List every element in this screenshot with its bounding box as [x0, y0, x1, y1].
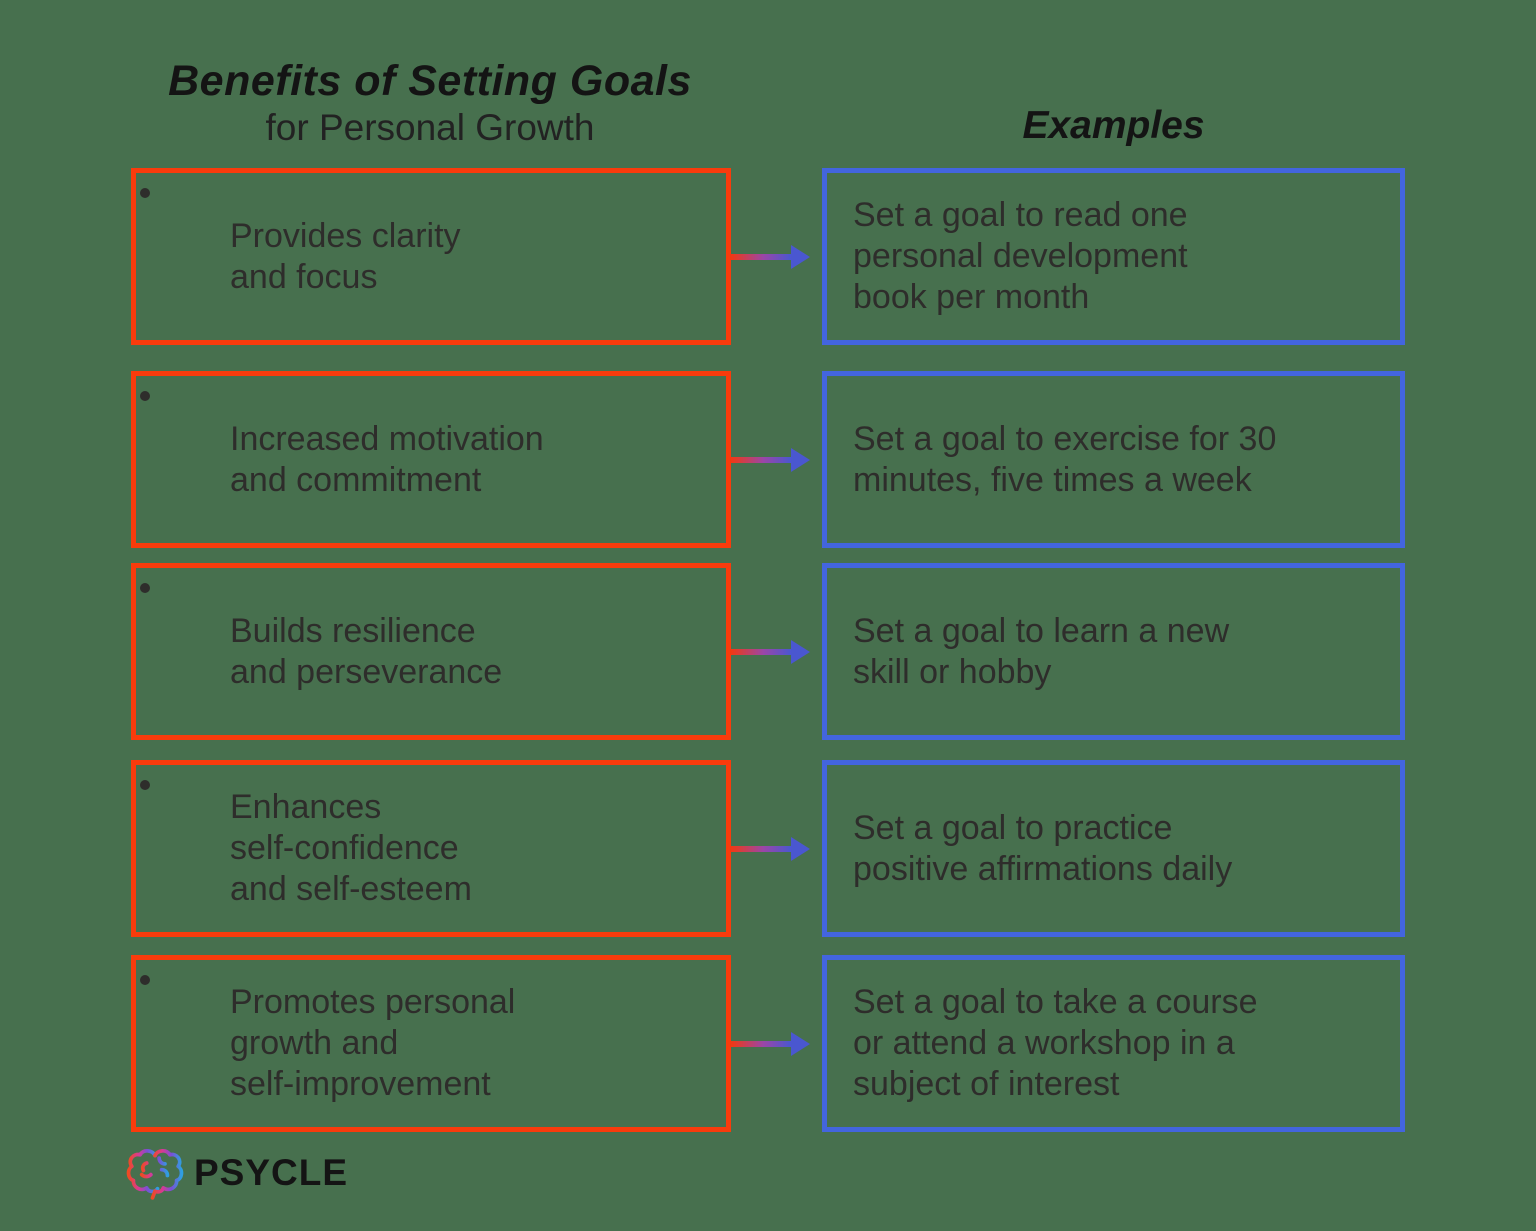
flow-arrow — [730, 1031, 810, 1056]
benefit-text: Enhances self-confidence and self-esteem — [230, 788, 472, 908]
benefit-box: Increased motivation and commitment — [131, 371, 731, 548]
title-main: Benefits of Setting Goals — [168, 57, 692, 105]
brand-logo: PSYCLE — [126, 1146, 348, 1200]
arrow-head-icon — [791, 639, 810, 664]
arrow-line — [730, 456, 791, 463]
benefit-box: Enhances self-confidence and self-esteem — [131, 760, 731, 937]
example-box: Set a goal to take a course or attend a … — [822, 955, 1405, 1132]
arrow-line — [730, 845, 791, 852]
benefit-example-row: Provides clarity and focus Set a goal to… — [131, 168, 1405, 345]
bullet-dot-icon — [140, 391, 150, 401]
benefit-example-row: Increased motivation and commitment Set … — [131, 371, 1405, 548]
flow-arrow — [730, 836, 810, 861]
arrow-head-icon — [791, 836, 810, 861]
arrow-head-icon — [791, 447, 810, 472]
benefit-example-row: Enhances self-confidence and self-esteem… — [131, 760, 1405, 937]
brain-icon — [126, 1148, 184, 1200]
example-text: Set a goal to exercise for 30 minutes, f… — [853, 419, 1277, 499]
arrow-line — [730, 253, 791, 260]
arrow-head-icon — [791, 1031, 810, 1056]
bullet-dot-icon — [140, 780, 150, 790]
benefit-text: Provides clarity and focus — [230, 216, 461, 296]
benefit-text: Increased motivation and commitment — [230, 419, 544, 499]
brand-name: PSYCLE — [194, 1152, 349, 1193]
arrow-line — [730, 1040, 791, 1047]
benefit-example-row: Builds resilience and perseverance Set a… — [131, 563, 1405, 740]
title-subtitle: for Personal Growth — [265, 107, 595, 149]
examples-column-header: Examples — [1022, 104, 1205, 147]
benefit-text: Promotes personal growth and self-improv… — [230, 983, 516, 1103]
example-box: Set a goal to exercise for 30 minutes, f… — [822, 371, 1405, 548]
benefit-text: Builds resilience and perseverance — [230, 611, 503, 691]
bullet-dot-icon — [140, 583, 150, 593]
benefit-box: Builds resilience and perseverance — [131, 563, 731, 740]
flow-arrow — [730, 639, 810, 664]
flow-arrow — [730, 447, 810, 472]
flow-arrow — [730, 244, 810, 269]
example-box: Set a goal to learn a new skill or hobby — [822, 563, 1405, 740]
page-title: Benefits of Setting Goals for Personal G… — [110, 57, 750, 150]
bullet-dot-icon — [140, 188, 150, 198]
benefit-box: Promotes personal growth and self-improv… — [131, 955, 731, 1132]
example-box: Set a goal to read one personal developm… — [822, 168, 1405, 345]
example-text: Set a goal to read one personal developm… — [853, 196, 1188, 316]
bullet-dot-icon — [140, 975, 150, 985]
benefit-box: Provides clarity and focus — [131, 168, 731, 345]
example-text: Set a goal to practice positive affirmat… — [853, 808, 1233, 888]
example-text: Set a goal to take a course or attend a … — [853, 983, 1258, 1103]
example-text: Set a goal to learn a new skill or hobby — [853, 611, 1230, 691]
example-box: Set a goal to practice positive affirmat… — [822, 760, 1405, 937]
arrow-line — [730, 648, 791, 655]
benefit-example-row: Promotes personal growth and self-improv… — [131, 955, 1405, 1132]
arrow-head-icon — [791, 244, 810, 269]
